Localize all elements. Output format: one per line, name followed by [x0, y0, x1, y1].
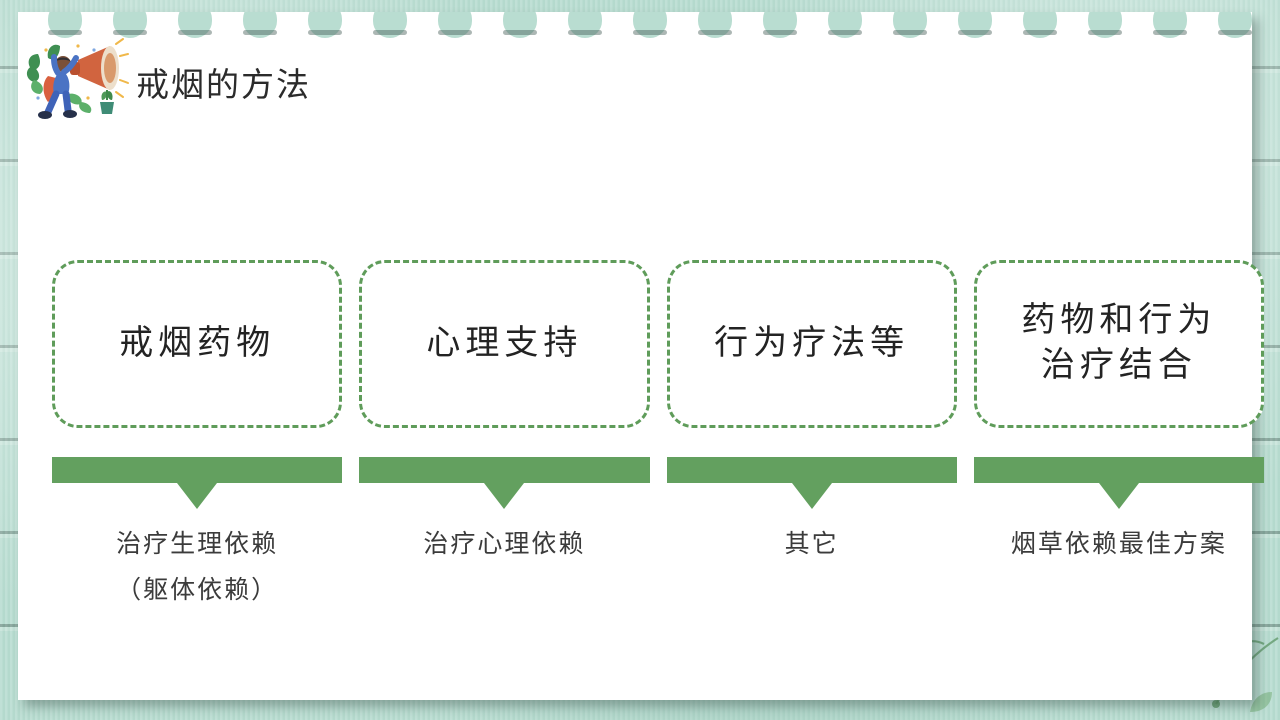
slide-card: 戒烟的方法 戒烟药物 治疗生理依赖 （躯体依赖） 心理支持 治疗心理依赖 — [18, 12, 1264, 700]
arrow-bar-3 — [666, 457, 957, 483]
megaphone-person-illustration — [26, 38, 129, 119]
method-box-3-label: 行为疗法等 — [714, 324, 910, 362]
method-column-1: 戒烟药物 治疗生理依赖 （躯体依赖） — [52, 260, 343, 615]
page-title: 戒烟的方法 — [136, 68, 311, 104]
down-arrow-3 — [666, 457, 957, 509]
method-caption-3: 其它 — [784, 531, 839, 558]
method-caption-1: 治疗生理依赖 （躯体依赖） — [116, 531, 279, 605]
method-caption-2: 治疗心理依赖 — [423, 531, 586, 558]
arrow-bar-4 — [973, 457, 1264, 483]
method-box-4[interactable]: 药物和行为 治疗结合 — [973, 260, 1264, 428]
arrow-bar-1 — [52, 457, 343, 483]
arrow-bar-2 — [359, 457, 650, 483]
arrow-head-1 — [177, 483, 218, 509]
slide-title-row: 戒烟的方法 — [24, 34, 311, 130]
arrow-head-2 — [484, 483, 525, 509]
method-box-2[interactable]: 心理支持 — [359, 260, 650, 428]
down-arrow-4 — [973, 457, 1264, 509]
method-box-4-label: 药物和行为 治疗结合 — [1021, 302, 1217, 384]
method-box-1[interactable]: 戒烟药物 — [52, 260, 343, 428]
method-box-1-label: 戒烟药物 — [119, 324, 276, 362]
arrow-head-4 — [1098, 483, 1139, 509]
down-arrow-1 — [52, 457, 343, 509]
method-caption-4: 烟草依赖最佳方案 — [1010, 531, 1227, 558]
method-box-3[interactable]: 行为疗法等 — [666, 260, 957, 428]
method-columns: 戒烟药物 治疗生理依赖 （躯体依赖） 心理支持 治疗心理依赖 行为疗法等 — [52, 260, 1264, 615]
method-column-3: 行为疗法等 其它 — [666, 260, 957, 615]
method-column-2: 心理支持 治疗心理依赖 — [359, 260, 650, 615]
method-column-4: 药物和行为 治疗结合 烟草依赖最佳方案 — [973, 260, 1264, 615]
down-arrow-2 — [359, 457, 650, 509]
method-box-2-label: 心理支持 — [426, 324, 583, 362]
arrow-head-3 — [791, 483, 832, 509]
